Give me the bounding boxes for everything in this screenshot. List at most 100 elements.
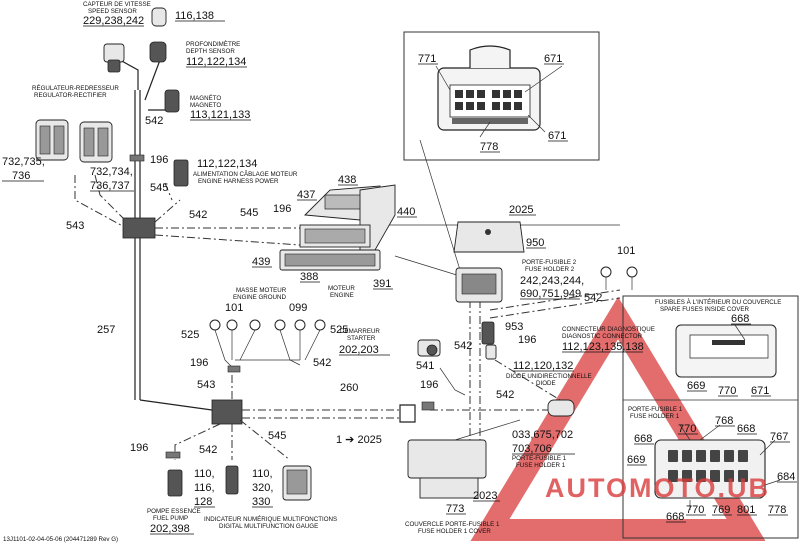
- junction-lower: [211, 399, 243, 425]
- label-541: 541: [416, 360, 434, 372]
- label-768: 768: [715, 415, 733, 427]
- label-770-b: 770: [678, 423, 696, 435]
- label-543-a: 543: [66, 220, 84, 232]
- label-769: 769: [712, 504, 730, 516]
- label-525-b: 525: [330, 324, 348, 336]
- label-fh2-num1: 242,243,244,: [520, 275, 584, 287]
- watermark-logo: [470, 296, 766, 541]
- label-388: 388: [300, 271, 318, 283]
- label-magneto-fr: MAGNÉTO: [190, 95, 221, 102]
- label-438: 438: [338, 174, 356, 186]
- label-767: 767: [770, 431, 788, 443]
- gauge-connector-icon: [225, 465, 312, 501]
- label-542-b: 542: [189, 209, 207, 221]
- label-speed-sensor-en: SPEED SENSOR: [88, 8, 137, 15]
- label-668-c: 668: [634, 433, 652, 445]
- label-gauge-fr: INDICATEUR NUMÉRIQUE MULTIFONCTIONS: [204, 516, 337, 523]
- label-771: 771: [418, 53, 436, 65]
- label-953: 953: [505, 321, 523, 333]
- label-437: 437: [297, 189, 315, 201]
- speed-sensor-connector-icon: [103, 43, 125, 73]
- label-668-a: 668: [731, 313, 749, 325]
- label-gauge-en: DIGITAL MULTIFUNCTION GAUGE: [219, 523, 318, 530]
- label-diode-en: DIODE: [536, 380, 556, 387]
- label-196-b: 196: [273, 203, 291, 215]
- label-fh2-fr: PORTE-FUSIBLE 2: [522, 259, 577, 266]
- label-fuel-en: FUEL PUMP: [153, 515, 188, 522]
- starter-icon: [417, 339, 441, 357]
- label-545-c: 545: [268, 430, 286, 442]
- label-depth-fr: PROFONDIMÈTRE: [186, 41, 240, 48]
- label-fh2-num2: 690,751,949: [520, 288, 581, 300]
- magneto-connector-icon: [164, 89, 180, 113]
- label-fh1-en: FUSE HOLDER 1: [516, 462, 566, 469]
- label-fuel-code: 202,398: [150, 523, 190, 535]
- fuel-pump-connector-icon: [167, 469, 183, 497]
- label-gauge-num1: 110,: [252, 468, 273, 480]
- label-542-e: 542: [454, 340, 472, 352]
- label-gauge-num2: 320,: [252, 482, 273, 494]
- label-669-b: 669: [627, 454, 645, 466]
- label-spare-fr: FUSIBLES À L'INTÉRIEUR DU COUVERCLE: [655, 299, 781, 306]
- label-fuel-num2: 116,: [194, 482, 215, 494]
- label-engine-power-en: ENGINE HARNESS POWER: [198, 178, 279, 185]
- label-ground-en: ENGINE GROUND: [233, 294, 286, 301]
- label-fh1-box-fr: PORTE-FUSIBLE 1: [628, 406, 683, 413]
- label-542-c: 542: [584, 292, 602, 304]
- watermark-text: AUTOMOTO.UB: [545, 473, 770, 503]
- label-ground-fr: MASSE MOTEUR: [236, 287, 287, 294]
- label-671-b: 671: [548, 130, 566, 142]
- junction-upper: [122, 217, 156, 239]
- label-depth-num: 112,122,134: [186, 56, 246, 68]
- label-440: 440: [397, 206, 415, 218]
- label-778-a: 778: [480, 141, 498, 153]
- label-542-f: 542: [496, 389, 514, 401]
- label-732-735: 732,735,: [2, 156, 45, 168]
- label-diag-fr: CONNECTEUR DIAGNOSTIQUE: [562, 326, 655, 333]
- label-2023: 2023: [473, 490, 497, 502]
- label-101-a: 101: [617, 245, 635, 257]
- label-545-a: 545: [150, 182, 168, 194]
- label-099: 099: [289, 302, 307, 314]
- label-101-b: 101: [225, 302, 243, 314]
- label-cover-fr: COUVERCLE PORTE-FUSIBLE 1: [405, 521, 500, 528]
- label-arrow-2025: 1 ➔ 2025: [336, 434, 382, 446]
- label-fuel-fr: POMPE ESSENCE: [147, 508, 201, 515]
- label-770-a: 770: [718, 385, 736, 397]
- label-525-a: 525: [181, 329, 199, 341]
- terminal-plug-icon: [547, 399, 575, 417]
- label-speed-sensor-num: 229,238,242: [83, 15, 144, 27]
- ground-ring-terminal-icon: [209, 266, 638, 331]
- label-spare-en: SPARE FUSES INSIDE COVER: [660, 306, 749, 313]
- fuse-holder-1-icon: [407, 439, 487, 499]
- label-engine-power-fr: ALIMENTATION CÂBLAGE MOTEUR: [193, 171, 298, 178]
- label-engine-en: ENGINE: [330, 292, 354, 299]
- fuse-holder-2-icon: [455, 267, 503, 303]
- harness-wires: [74, 59, 633, 461]
- label-439: 439: [252, 256, 270, 268]
- label-depth-en: DEPTH SENSOR: [186, 48, 235, 55]
- label-fh1-box-en: FUSE HOLDER 1: [630, 413, 680, 420]
- label-196-a: 196: [150, 154, 168, 166]
- label-regulator-fr: RÉGULATEUR-REDRESSEUR: [32, 85, 119, 92]
- label-668-b: 668: [737, 423, 755, 435]
- label-fh2-en: FUSE HOLDER 2: [525, 266, 575, 273]
- label-starter-en: STARTER: [347, 335, 376, 342]
- label-671-a: 671: [544, 53, 562, 65]
- label-speed-sensor-fr: CAPTEUR DE VITESSE: [83, 1, 151, 8]
- label-260: 260: [340, 382, 358, 394]
- label-doc-code: 13J1101-02-04-05-06 (204471289 Rev G): [3, 536, 118, 543]
- label-diode-fr: DIODE UNIDIRECTIONNELLE: [506, 373, 592, 380]
- label-545-b: 545: [240, 207, 258, 219]
- harness-clamp-icon: [129, 154, 435, 459]
- label-950: 950: [526, 237, 544, 249]
- label-gauge-num3: 330: [252, 496, 270, 508]
- engine-connector-icon: [279, 184, 396, 271]
- label-671-c: 671: [751, 385, 769, 397]
- label-770-c: 770: [686, 504, 704, 516]
- label-542-g: 542: [199, 444, 217, 456]
- label-diag-num: 112,123,135,138: [562, 341, 644, 353]
- label-801: 801: [737, 504, 755, 516]
